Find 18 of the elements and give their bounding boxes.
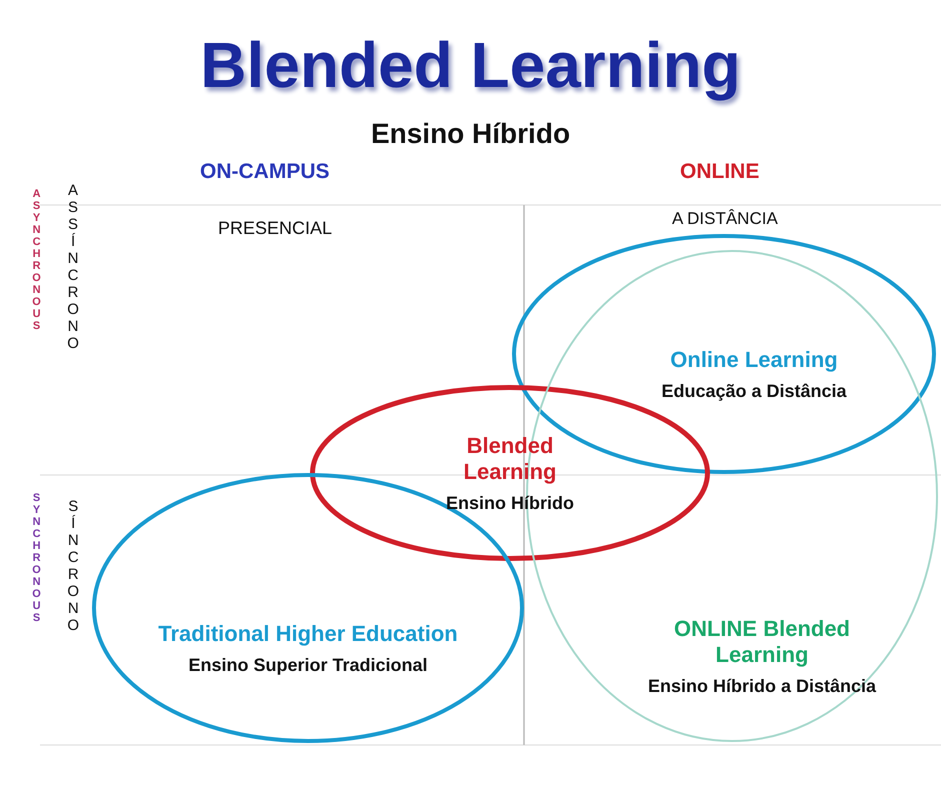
column-heading: ONLINE	[680, 160, 760, 184]
region-title: Online Learning	[670, 346, 838, 372]
region-subtitle: Ensino Híbrido	[446, 492, 574, 514]
column-heading: ON-CAMPUS	[200, 160, 330, 184]
region-title: ONLINE Blended Learning	[672, 616, 851, 668]
column-label: A DISTÂNCIA	[672, 209, 778, 229]
region-subtitle: Educação a Distância	[661, 380, 847, 402]
region-title: Blended Learning	[462, 432, 558, 484]
region-subtitle: Ensino Superior Tradicional	[188, 654, 428, 676]
region-title: Traditional Higher Education	[158, 620, 458, 646]
title: Blended Learning	[199, 28, 742, 102]
region-subtitle: Ensino Híbrido a Distância	[648, 676, 876, 696]
vertical-axis-label: SYNCHRONOUS	[30, 492, 42, 624]
vertical-axis-label: SÍNCRONO	[64, 498, 83, 634]
subtitle: Ensino Híbrido	[370, 118, 572, 150]
vertical-axis-label: ASYNCHRONOUS	[30, 188, 42, 332]
vertical-axis-label: ASSÍNCRONO	[64, 182, 82, 352]
column-label: PRESENCIAL	[218, 218, 332, 239]
